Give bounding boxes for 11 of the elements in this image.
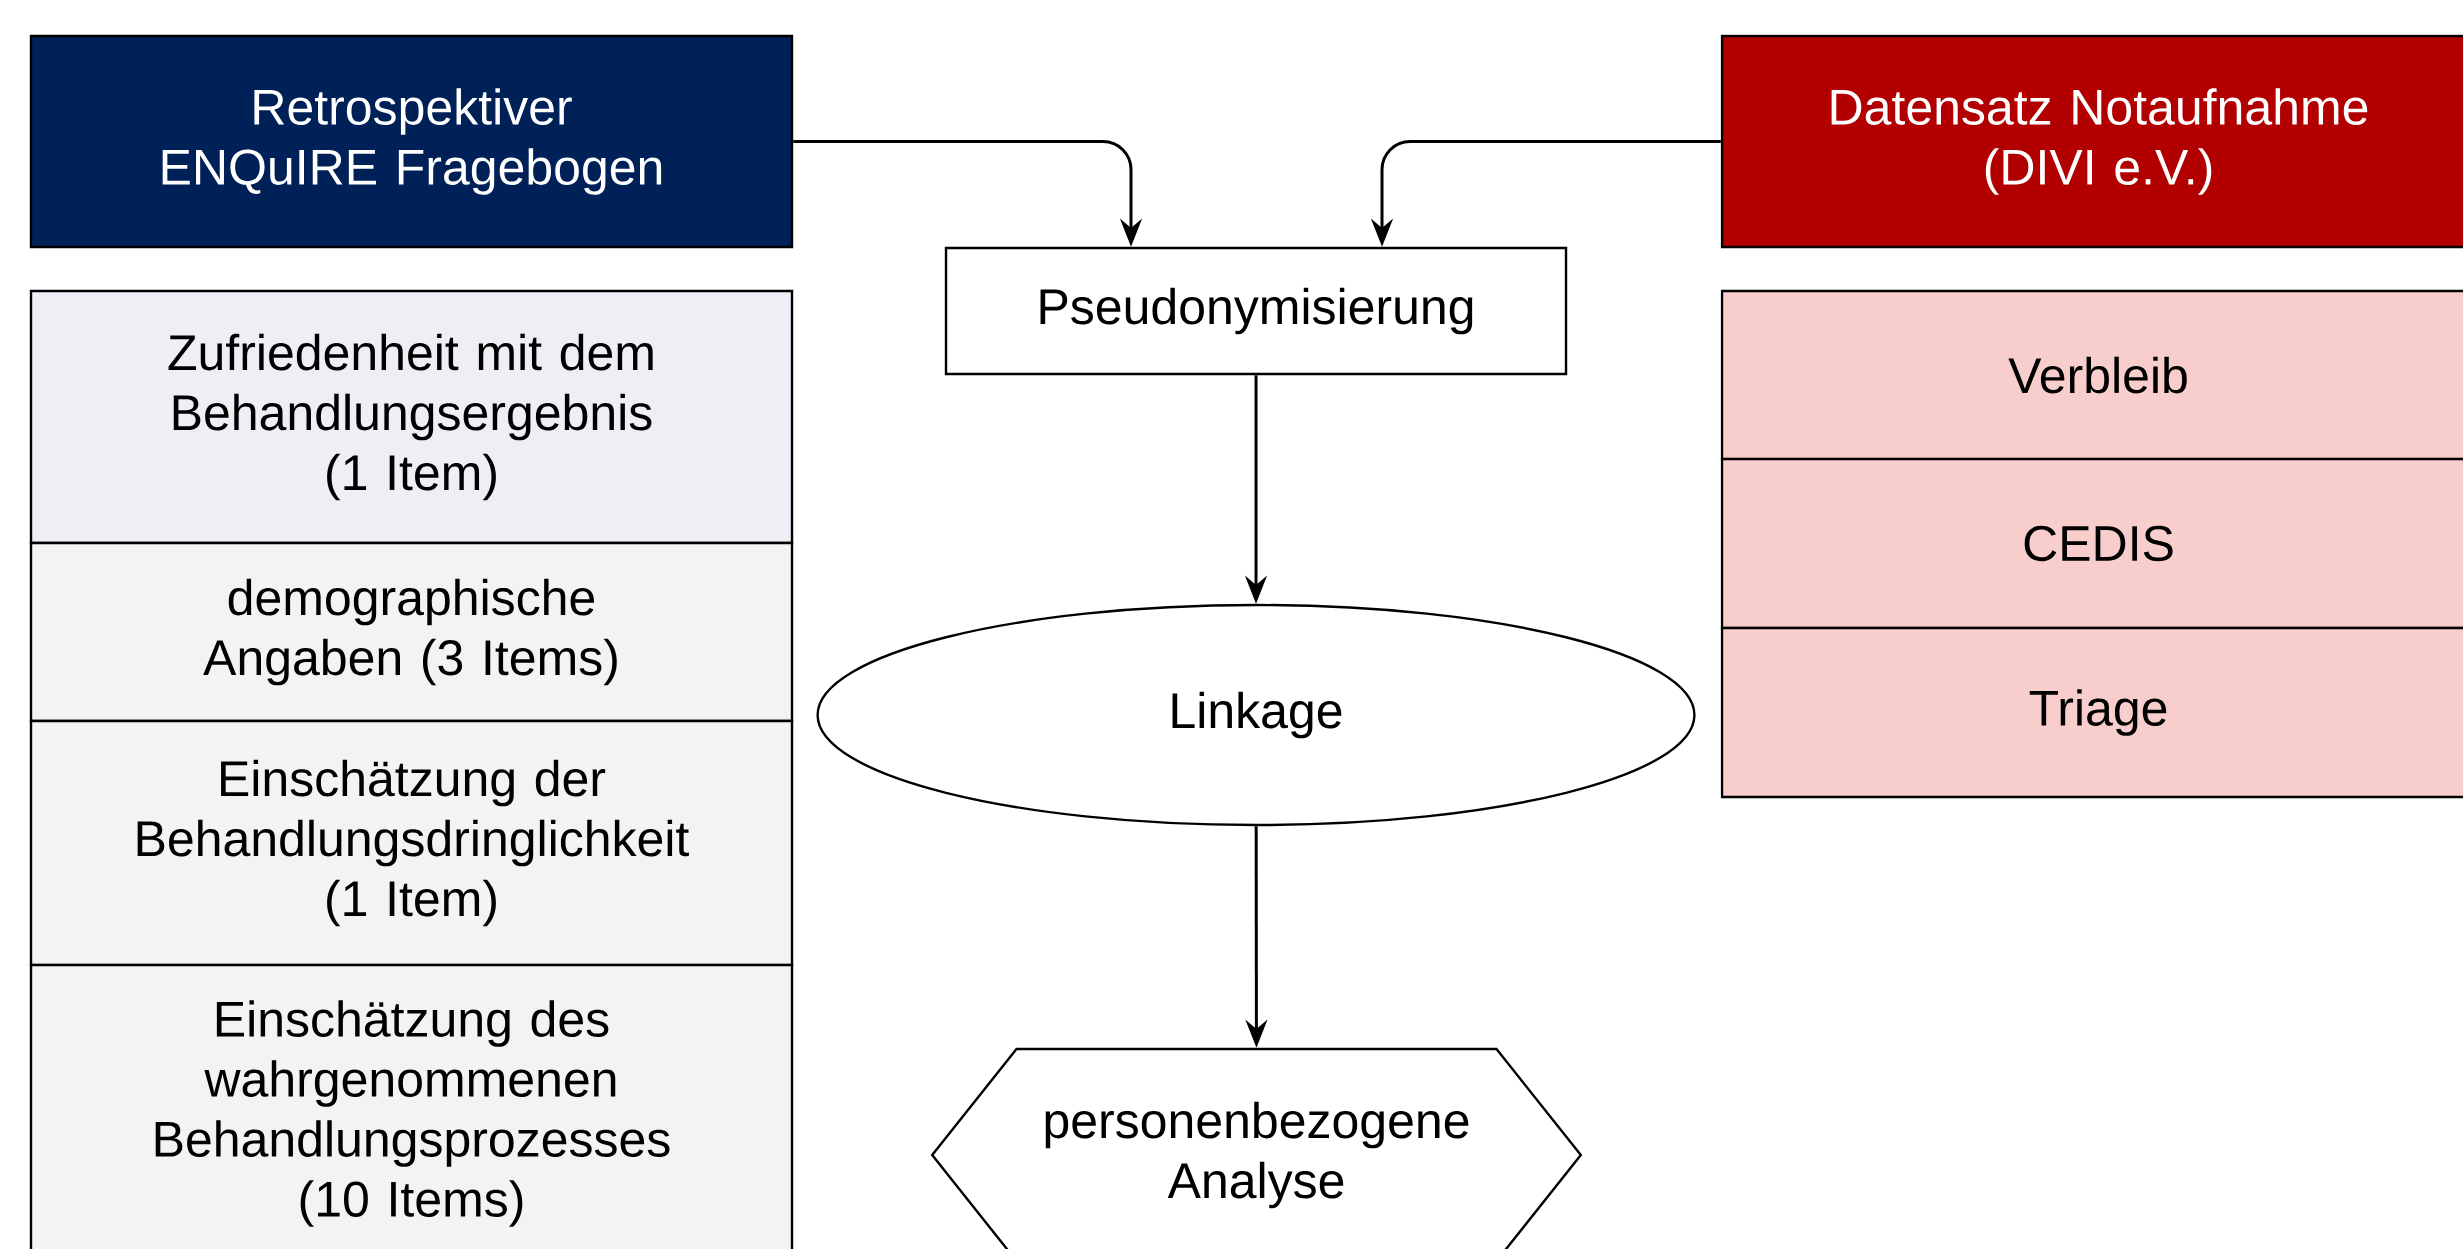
list-row: Einschätzung des wahrgenommenen Behandlungsprozesses (10 Items): [29, 963, 794, 1249]
list-row: demographische Angaben (3 Items): [29, 541, 794, 723]
header-box: Datensatz Notaufnahme (DIVI e.V.): [1720, 34, 2463, 249]
list-row: Einschätzung der Behandlungsdringlichkeit (1 Item): [29, 719, 794, 967]
list-row: Verbleib: [1720, 289, 2463, 461]
list-row: Zufriedenheit mit dem Behandlungsergebnis (1 Item): [29, 289, 794, 545]
hexagon-box: personenbezogene Analyse: [930, 1047, 1583, 1249]
list-row: Triage: [1720, 626, 2463, 799]
process-box: Pseudonymisierung: [944, 246, 1568, 376]
list-row: CEDIS: [1720, 457, 2463, 630]
header-box: Retrospektiver ENQuIRE Fragebogen: [29, 34, 794, 249]
